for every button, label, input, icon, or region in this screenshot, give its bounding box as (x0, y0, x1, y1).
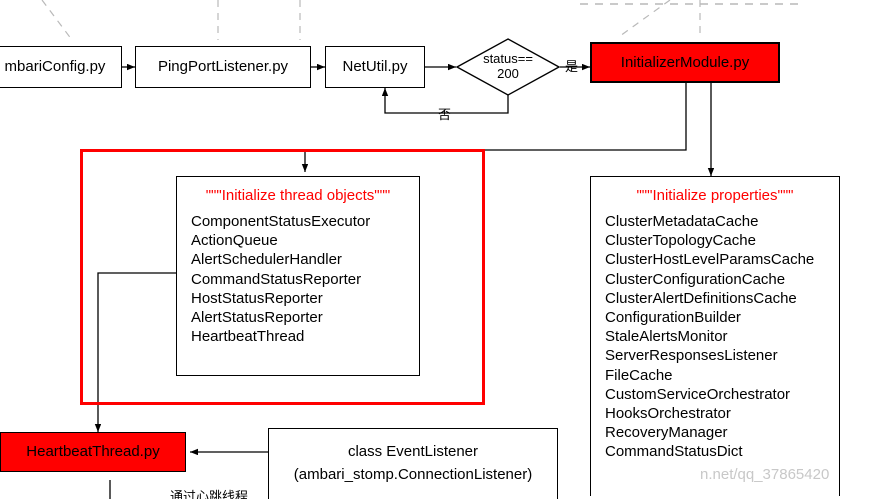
thread-objects-list: ComponentStatusExecutor ActionQueue Aler… (177, 212, 419, 346)
list-item: ConfigurationBuilder (605, 308, 741, 326)
list-item: ClusterTopologyCache (605, 232, 756, 250)
node-label: NetUtil.py (342, 58, 408, 75)
event-listener-line-1: class EventListener (347, 443, 479, 460)
list-item: FileCache (605, 366, 673, 384)
decision-status-200[interactable]: status== 200 (455, 38, 561, 96)
list-item: AlertSchedulerHandler (191, 251, 342, 269)
node-ambari-config[interactable]: mbariConfig.py (0, 46, 122, 88)
properties-list: ClusterMetadataCache ClusterTopologyCach… (591, 212, 839, 461)
thread-objects-title: """Initialize thread objects""" (205, 187, 391, 204)
event-listener-line-2: (ambari_stomp.ConnectionListener) (293, 465, 533, 483)
list-item: ClusterAlertDefinitionsCache (605, 289, 797, 307)
node-label: mbariConfig.py (4, 58, 106, 75)
node-ping-port-listener[interactable]: PingPortListener.py (135, 46, 311, 88)
node-heartbeat-thread[interactable]: HeartbeatThread.py (0, 432, 186, 472)
thread-objects-group-box (80, 149, 485, 405)
node-initializer-module[interactable]: InitializerModule.py (590, 42, 780, 83)
edge-label-heartbeat: 通过心跳线程 (170, 489, 249, 499)
list-item: CustomServiceOrchestrator (605, 385, 791, 403)
list-item: HooksOrchestrator (605, 404, 731, 422)
event-listener-box[interactable]: class EventListener (ambari_stomp.Connec… (268, 428, 558, 499)
edge-label-yes: 是 (565, 59, 579, 74)
thread-objects-panel: """Initialize thread objects""" Componen… (176, 176, 420, 376)
properties-panel: """Initialize properties""" ClusterMetad… (590, 176, 840, 496)
properties-title: """Initialize properties""" (636, 187, 794, 204)
list-item: ServerResponsesListener (605, 347, 778, 365)
edge-label-no: 否 (438, 107, 452, 122)
list-item: ClusterHostLevelParamsCache (605, 251, 815, 269)
list-item: ActionQueue (191, 232, 278, 250)
node-label: InitializerModule.py (620, 53, 750, 71)
node-label: PingPortListener.py (157, 58, 289, 75)
list-item: CommandStatusReporter (191, 270, 362, 288)
list-item: HostStatusReporter (191, 289, 323, 307)
list-item: ClusterMetadataCache (605, 213, 759, 230)
node-net-util[interactable]: NetUtil.py (325, 46, 425, 88)
list-item: CommandStatusDict (605, 443, 743, 461)
list-item: HeartbeatThread (191, 328, 305, 346)
list-item: StaleAlertsMonitor (605, 328, 728, 346)
list-item: ClusterConfigurationCache (605, 270, 786, 288)
diamond-shape (455, 38, 561, 96)
node-label: HeartbeatThread.py (26, 443, 160, 460)
list-item: ComponentStatusExecutor (191, 213, 371, 230)
list-item: AlertStatusReporter (191, 308, 323, 326)
list-item: RecoveryManager (605, 424, 728, 442)
